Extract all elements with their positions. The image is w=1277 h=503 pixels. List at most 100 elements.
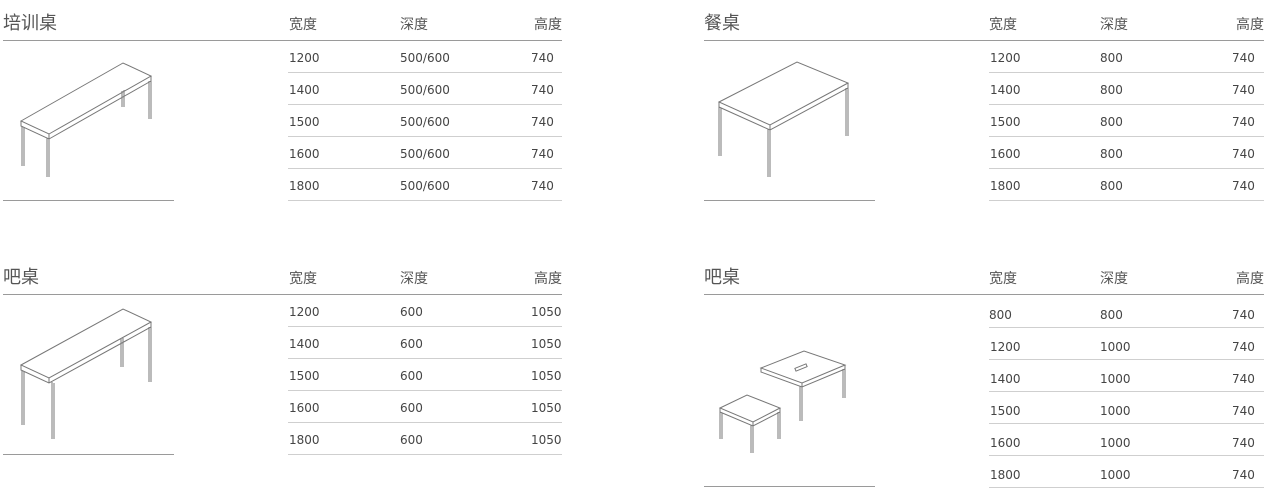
- image-divider: [704, 200, 875, 201]
- cell-depth: 500/600: [400, 179, 450, 193]
- cell-depth: 1000: [1100, 372, 1131, 386]
- cell-depth: 500/600: [400, 115, 450, 129]
- header-width: 宽度: [989, 271, 1017, 287]
- cell-height: 740: [1232, 308, 1255, 322]
- section-bar-table-set: 吧桌 宽度 深度 高度 800 800 740 1200: [704, 254, 1267, 499]
- cell-height: 740: [531, 51, 554, 65]
- table-row: 1200 800 740: [989, 41, 1264, 73]
- table-row: 800 800 740: [989, 295, 1264, 328]
- cell-depth: 600: [400, 369, 423, 383]
- header-depth: 深度: [400, 17, 428, 33]
- table-row: 1500 1000 740: [989, 392, 1264, 424]
- title-divider: [3, 294, 562, 295]
- header-depth: 深度: [400, 271, 428, 287]
- table-row: 1600 800 740: [989, 137, 1264, 169]
- cell-depth: 800: [1100, 179, 1123, 193]
- training-table-illustration: [19, 62, 153, 177]
- cell-height: 740: [531, 147, 554, 161]
- header-width: 宽度: [289, 271, 317, 287]
- bar-table-illustration: [19, 308, 153, 439]
- image-divider: [3, 200, 174, 201]
- cell-height: 1050: [531, 369, 562, 383]
- table-row: 1400 800 740: [989, 73, 1264, 105]
- cell-width: 1500: [990, 404, 1021, 418]
- cell-height: 740: [1232, 468, 1255, 482]
- header-width: 宽度: [989, 17, 1017, 33]
- cell-height: 740: [1232, 51, 1255, 65]
- image-divider: [3, 454, 174, 455]
- section-title: 吧桌: [704, 267, 740, 288]
- title-divider: [704, 294, 1264, 295]
- table-row: 1400 600 1050: [288, 327, 562, 359]
- table-row: 1500 800 740: [989, 105, 1264, 137]
- cell-width: 1500: [289, 115, 320, 129]
- section-bar-table: 吧桌 宽度 深度 高度 1200 600 1050 1400 600 1050 …: [3, 254, 563, 474]
- cell-width: 1600: [289, 147, 320, 161]
- table-row: 1200 1000 740: [989, 328, 1264, 360]
- cell-depth: 800: [1100, 51, 1123, 65]
- table-row: 1500 500/600 740: [288, 105, 562, 137]
- cell-height: 740: [1232, 179, 1255, 193]
- cell-depth: 1000: [1100, 404, 1131, 418]
- cell-height: 740: [531, 179, 554, 193]
- cell-depth: 800: [1100, 115, 1123, 129]
- cell-width: 1500: [990, 115, 1021, 129]
- cell-depth: 600: [400, 337, 423, 351]
- cell-height: 740: [531, 115, 554, 129]
- cell-width: 800: [989, 308, 1012, 322]
- cell-width: 1800: [289, 433, 320, 447]
- cell-height: 740: [531, 83, 554, 97]
- cell-height: 740: [1232, 372, 1255, 386]
- cell-height: 740: [1232, 436, 1255, 450]
- cell-width: 1200: [990, 51, 1021, 65]
- cell-depth: 500/600: [400, 83, 450, 97]
- cell-depth: 600: [400, 305, 423, 319]
- cell-width: 1600: [990, 436, 1021, 450]
- table-row: 1600 600 1050: [288, 391, 562, 423]
- cell-depth: 1000: [1100, 468, 1131, 482]
- section-title: 餐桌: [704, 13, 740, 34]
- cell-height: 1050: [531, 305, 562, 319]
- cell-depth: 500/600: [400, 147, 450, 161]
- header-depth: 深度: [1100, 17, 1128, 33]
- cell-width: 1400: [289, 83, 320, 97]
- cell-height: 740: [1232, 404, 1255, 418]
- cell-width: 1200: [990, 340, 1021, 354]
- title-divider: [3, 40, 562, 41]
- cell-height: 740: [1232, 340, 1255, 354]
- cell-depth: 600: [400, 433, 423, 447]
- cell-depth: 800: [1100, 147, 1123, 161]
- table-row: 1400 1000 740: [989, 360, 1264, 392]
- table-row: 1800 800 740: [989, 169, 1264, 201]
- cell-width: 1200: [289, 305, 320, 319]
- cell-width: 1600: [289, 401, 320, 415]
- section-title: 吧桌: [3, 267, 39, 288]
- title-divider: [704, 40, 1264, 41]
- table-row: 1400 500/600 740: [288, 73, 562, 105]
- cell-depth: 800: [1100, 308, 1123, 322]
- header-height: 高度: [1236, 17, 1264, 33]
- dining-table-illustration: [717, 61, 850, 177]
- cell-depth: 600: [400, 401, 423, 415]
- cell-depth: 1000: [1100, 436, 1131, 450]
- header-width: 宽度: [289, 17, 317, 33]
- cell-depth: 500/600: [400, 51, 450, 65]
- cell-height: 740: [1232, 115, 1255, 129]
- table-row: 1200 600 1050: [288, 295, 562, 327]
- cell-width: 1400: [990, 372, 1021, 386]
- table-row: 1800 1000 740: [989, 456, 1264, 488]
- table-row: 1600 500/600 740: [288, 137, 562, 169]
- cell-depth: 1000: [1100, 340, 1131, 354]
- section-dining-table: 餐桌 宽度 深度 高度 1200 800 740 1400 800 740 15…: [704, 0, 1267, 250]
- cell-width: 1800: [990, 179, 1021, 193]
- nesting-tables-illustration: [718, 350, 847, 453]
- cell-height: 740: [1232, 147, 1255, 161]
- section-title: 培训桌: [3, 13, 57, 34]
- cell-height: 740: [1232, 83, 1255, 97]
- cell-height: 1050: [531, 433, 562, 447]
- table-row: 1600 1000 740: [989, 424, 1264, 456]
- cell-height: 1050: [531, 337, 562, 351]
- cell-width: 1400: [289, 337, 320, 351]
- cell-width: 1500: [289, 369, 320, 383]
- table-row: 1800 500/600 740: [288, 169, 562, 201]
